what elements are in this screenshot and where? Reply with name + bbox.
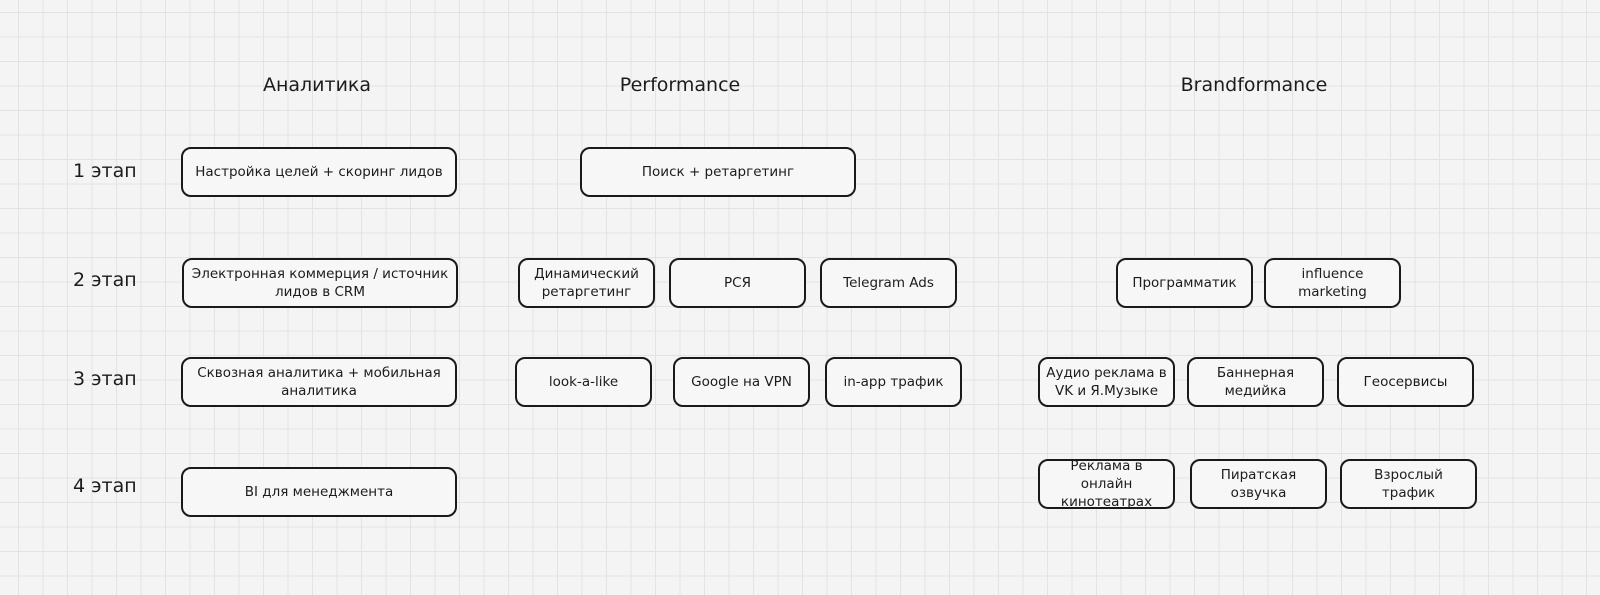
node-rsya[interactable]: РСЯ (669, 258, 806, 308)
stage-label-4: 4 этап (73, 475, 137, 497)
stage-label-1: 1 этап (73, 160, 137, 182)
header-analytics: Аналитика (262, 74, 372, 96)
node-pirate-dubbing[interactable]: Пиратская озвучка (1190, 459, 1327, 509)
node-adult-traffic[interactable]: Взрослый трафик (1340, 459, 1477, 509)
stage-label-3: 3 этап (73, 368, 137, 390)
node-dynamic-retargeting[interactable]: Динамический ретаргетинг (518, 258, 655, 308)
node-influence-marketing[interactable]: influence marketing (1264, 258, 1401, 308)
node-bi-management[interactable]: BI для менеджмента (181, 467, 457, 517)
node-look-a-like[interactable]: look-a-like (515, 357, 652, 407)
node-google-vpn[interactable]: Google на VPN (673, 357, 810, 407)
node-telegram-ads[interactable]: Telegram Ads (820, 258, 957, 308)
node-geoservices[interactable]: Геосервисы (1337, 357, 1474, 407)
node-in-app-traffic[interactable]: in-app трафик (825, 357, 962, 407)
stage-label-2: 2 этап (73, 269, 137, 291)
node-search-retargeting[interactable]: Поиск + ретаргетинг (580, 147, 856, 197)
header-performance: Performance (619, 74, 741, 96)
node-ecommerce-crm-leads[interactable]: Электронная коммерция / источник лидов в… (182, 258, 458, 308)
node-online-cinema-ads[interactable]: Реклама в онлайн кинотеатрах (1038, 459, 1175, 509)
node-goal-setup-lead-scoring[interactable]: Настройка целей + скоринг лидов (181, 147, 457, 197)
header-brandformance: Brandformance (1180, 74, 1328, 96)
node-banner-media[interactable]: Баннерная медийка (1187, 357, 1324, 407)
node-end-to-end-mobile-analytics[interactable]: Сквозная аналитика + мобильная аналитика (181, 357, 457, 407)
node-programmatic[interactable]: Программатик (1116, 258, 1253, 308)
node-audio-ads-vk-yamusic[interactable]: Аудио реклама в VK и Я.Музыке (1038, 357, 1175, 407)
